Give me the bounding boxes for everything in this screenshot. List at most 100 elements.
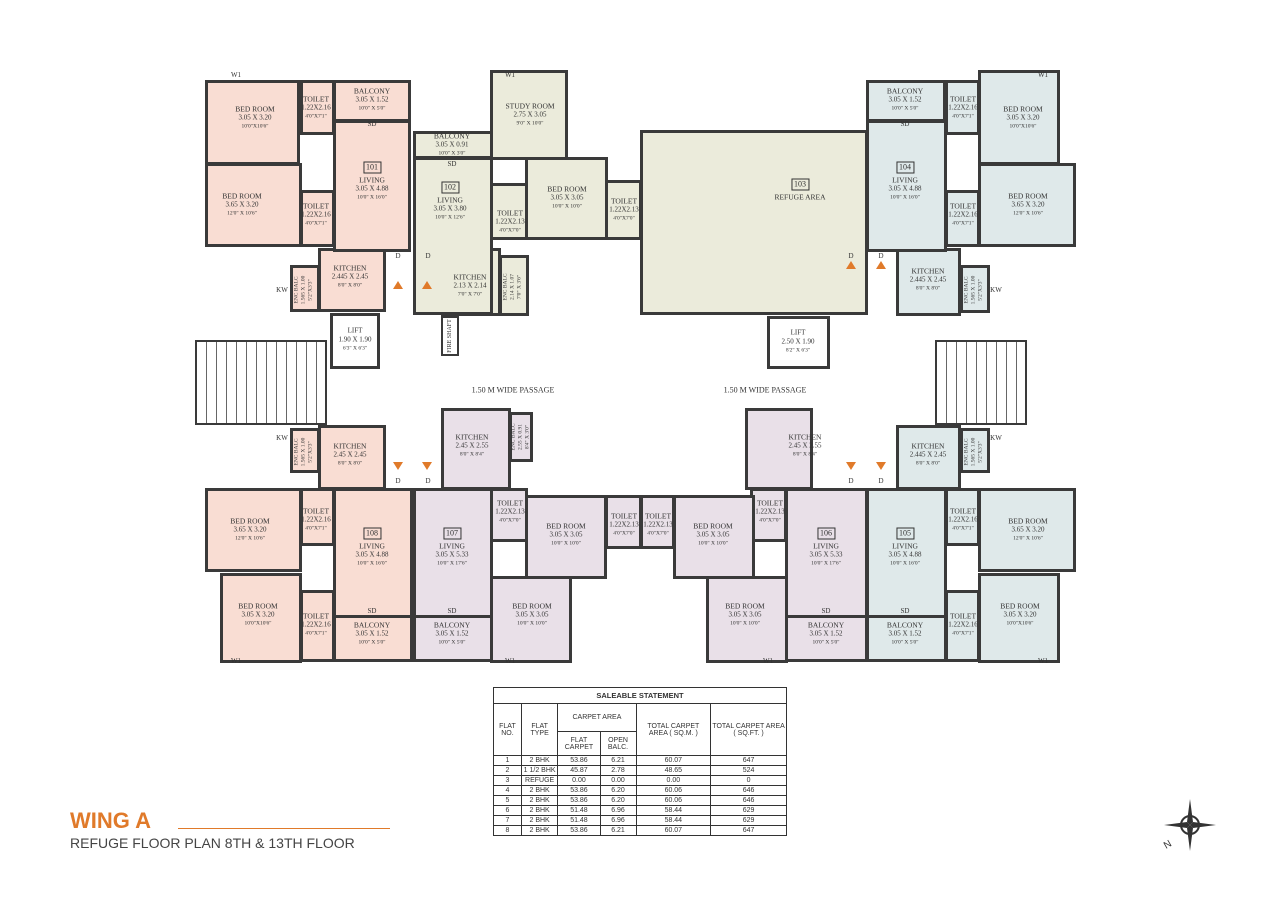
table-cell: 3 [493,775,522,786]
annotation-sd: SD [367,120,377,128]
room-dimensions-metric: 3.05 X 1.52 [888,629,922,638]
annotation-w1: W1 [230,71,242,79]
room-dimensions-metric: 3.65 X 3.20 [233,525,267,534]
room-108-bed-room [205,488,302,572]
annotation-sd: SD [447,160,457,168]
room-dimensions-imperial: 4'0"X7'1" [952,220,974,227]
room-dimensions-metric: 3.05 X 3.05 [696,530,730,539]
room-dimensions-metric: 3.05 X 3.05 [728,610,762,619]
plan-subtitle: REFUGE FLOOR PLAN 8TH & 13TH FLOOR [70,835,355,851]
room-dimensions-imperial: 10'0" X 10'0" [698,540,728,547]
room-name: BED ROOM [1008,191,1048,201]
annotation-sd: SD [821,607,831,615]
table-cell: 1 [493,755,522,766]
table-cell: 524 [710,765,787,776]
room-dimensions-imperial: 10'0"X10'6" [1006,620,1034,627]
room-dimensions-metric: 1.565 X 1.00 [300,437,307,467]
table-cell: 647 [710,755,787,766]
room-dimensions-imperial: 5'2"X3'3" [977,441,984,463]
annotation-door: D [425,252,431,260]
lift-dimensions-metric: 1.90 X 1.90 [338,335,372,344]
room-103-refuge-area [640,130,868,315]
room-dimensions-metric: 1.565 X 1.00 [970,275,977,305]
room-dimensions-metric: 2.13 X 2.14 [453,281,487,290]
table-cell: 0.00 [599,775,637,786]
room-name: BED ROOM [230,516,270,526]
room-dimensions-metric: 1.22X2.13 [609,205,639,214]
room-dimensions-imperial: 4'0"X7'1" [952,630,974,637]
room-name: BALCONY [886,620,924,630]
header-flat-type: FLAT TYPE [520,703,559,756]
table-cell: 7 [493,815,522,826]
room-dimensions-imperial: 4'0"X7'0" [759,517,781,524]
room-dimensions-metric: 1.22X2.13 [495,507,525,516]
room-dimensions-imperial: 10'0" X 12'6" [435,214,465,221]
room-dimensions-metric: 3.05 X 5.33 [435,550,469,559]
room-name: LIVING [437,195,463,205]
table-cell: 0 [710,775,787,786]
room-name: TOILET [610,196,638,206]
room-dimensions-imperial: 8'0" X 8'0" [915,285,941,292]
room-dimensions-imperial: 10'0" X 10'0" [551,540,581,547]
annotation-door: D [395,477,401,485]
table-cell: 2 [493,765,522,776]
room-dimensions-imperial: 10'0"X10'6" [244,620,272,627]
table-cell: 2 BHK [520,805,559,816]
room-107-kitchen [441,408,511,490]
room-dimensions-metric: 1.22X2.16 [301,103,331,112]
room-dimensions-imperial: 10'0" X 10'0" [552,203,582,210]
header-open-balc: OPEN BALC. [599,731,637,756]
table-cell: 2 BHK [520,785,559,796]
table-cell: 647 [710,825,787,836]
table-cell: 1 1/2 BHK [520,765,559,776]
room-name: TOILET [302,201,330,211]
header-carpet-area: CARPET AREA [557,703,637,732]
room-dimensions-metric: 1.22X2.16 [948,103,978,112]
room-dimensions-metric: 2.75 X 3.05 [513,110,547,119]
entry-arrow-icon [846,462,856,470]
table-cell: 51.48 [557,815,601,826]
annotation-w1: W1 [1037,657,1049,665]
annotation-kw: KW [990,286,1002,294]
room-dimensions-metric: 2.445 X 2.45 [331,272,369,281]
room-name: ENC BALC [963,276,970,304]
table-cell: 58.44 [635,805,712,816]
room-dimensions-imperial: 10'0"X10'6" [1009,123,1037,130]
table-cell: 5 [493,795,522,806]
room-dimensions-imperial: 10'0" X 10'0" [517,620,547,627]
room-name: ENC BALC [502,273,509,301]
annotation-door: D [425,477,431,485]
fire-shaft [441,316,459,356]
staircase-right [935,340,1027,425]
lift-name: LIFT [347,326,363,335]
room-name: ENC BALC [963,438,970,466]
room-dimensions-metric: 3.05 X 3.80 [433,204,467,213]
room-104-enc-balc [960,265,990,313]
room-dimensions-imperial: 10'0" X 17'6" [811,560,841,567]
room-name: TOILET [496,208,524,218]
table-cell: 646 [710,785,787,796]
annotation-sd: SD [900,120,910,128]
room-name: BED ROOM [222,191,262,201]
room-108-bed-room [220,573,302,663]
room-dimensions-metric: 2.445 X 2.45 [909,450,947,459]
room-dimensions-metric: 2.14 X 1.07 [509,274,516,300]
fire-shaft-label: FIRE SHAFT [447,319,453,353]
room-107-bed-room [525,495,607,579]
table-cell: 60.07 [635,825,712,836]
room-name: TOILET [756,498,784,508]
table-cell: 8 [493,825,522,836]
